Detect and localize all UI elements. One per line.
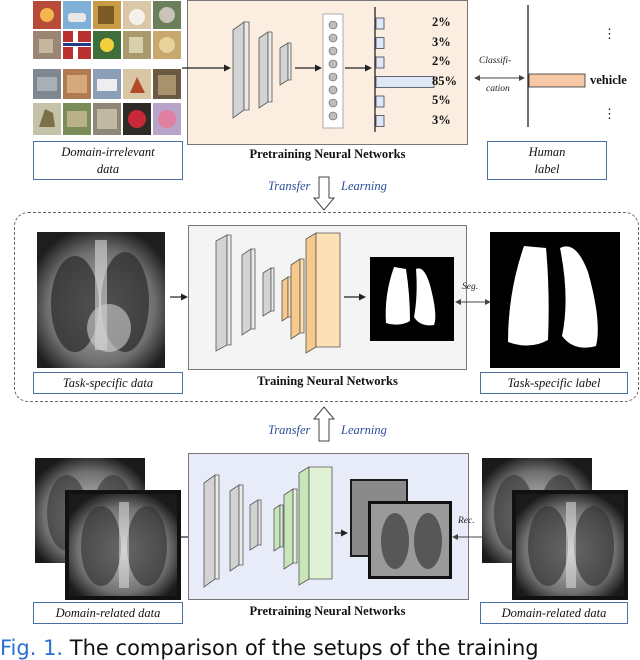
domain-irrelevant-caption: Domain-irrelevant data [33, 141, 183, 180]
output-bar-1 [375, 37, 385, 49]
top-network-diagram: ⋮ ⋮ [182, 5, 616, 132]
domain-irrelevant-image-grid [33, 1, 182, 136]
transfer-1-arrow [312, 176, 336, 211]
task-specific-label-caption: Task-specific label [480, 372, 628, 394]
domain-related-xrays-input [35, 458, 181, 600]
output-bar-4 [375, 95, 385, 108]
figure-caption: Fig. 1. The comparison of the setups of … [0, 636, 539, 660]
output-bar-label-3: 85% [432, 73, 457, 88]
output-bar-2 [375, 56, 385, 69]
seg-double-arrow [455, 299, 491, 305]
domain-related-xrays-output [482, 458, 628, 600]
transfer-2-arrow [312, 406, 336, 442]
output-bar-3 [375, 76, 435, 88]
training-network-diagram [215, 232, 454, 354]
output-bar-label-2: 2% [432, 54, 451, 68]
human-label-caption: Human label [487, 141, 607, 180]
task-specific-data-caption: Task-specific data [33, 372, 183, 394]
rec-label: Rec. [458, 516, 475, 526]
transfer-1-word2: Learning [341, 179, 387, 193]
output-bar-5 [375, 115, 385, 127]
output-bar-label-1: 3% [432, 34, 451, 49]
training-network-title: Training Neural Networks [257, 374, 398, 388]
vehicle-label: vehicle [590, 73, 627, 87]
neuron-column [322, 13, 344, 129]
figure-caption-text: The comparison of the setups of the trai… [69, 636, 539, 660]
output-bar-label-5: 3% [432, 112, 451, 127]
vertical-dots-top: ⋮ [603, 26, 616, 41]
vertical-dots-bottom: ⋮ [603, 106, 616, 121]
top-layer-2 [258, 31, 269, 109]
output-bar-0 [375, 17, 385, 30]
vehicle-bar [528, 73, 586, 88]
human-label-line2: label [534, 161, 560, 176]
middle-dashed-frame [14, 212, 639, 402]
middle-arrow-in [170, 293, 188, 301]
transfer-2-word1: Transfer [268, 423, 311, 437]
figure-caption-label: Fig. 1. [0, 636, 64, 660]
bottom-network-title: Pretraining Neural Networks [249, 604, 406, 618]
output-bar-label-4: 5% [432, 93, 451, 107]
image-grid-svg [33, 1, 181, 135]
output-bar-label-0: 2% [432, 15, 451, 29]
domain-related-input-caption: Domain-related data [33, 602, 183, 624]
domain-related-output-caption: Domain-related data [480, 602, 628, 624]
top-layer-3 [279, 42, 289, 86]
seg-label: Seg. [462, 282, 479, 292]
domain-irrelevant-caption-line2: data [96, 161, 120, 176]
domain-irrelevant-caption-line1: Domain-irrelevant [61, 144, 155, 159]
task-specific-label-mask [490, 232, 620, 368]
bottom-network-diagram [203, 466, 452, 588]
top-network-title: Pretraining Neural Networks [249, 147, 406, 161]
transfer-1-word1: Transfer [268, 179, 311, 193]
classification-line1: Classifi- [479, 56, 512, 66]
human-label-line1: Human [528, 144, 566, 159]
top-layer-1 [232, 21, 245, 119]
classification-line2: cation [486, 84, 510, 94]
task-specific-xray [37, 232, 165, 368]
transfer-2-word2: Learning [341, 423, 387, 437]
